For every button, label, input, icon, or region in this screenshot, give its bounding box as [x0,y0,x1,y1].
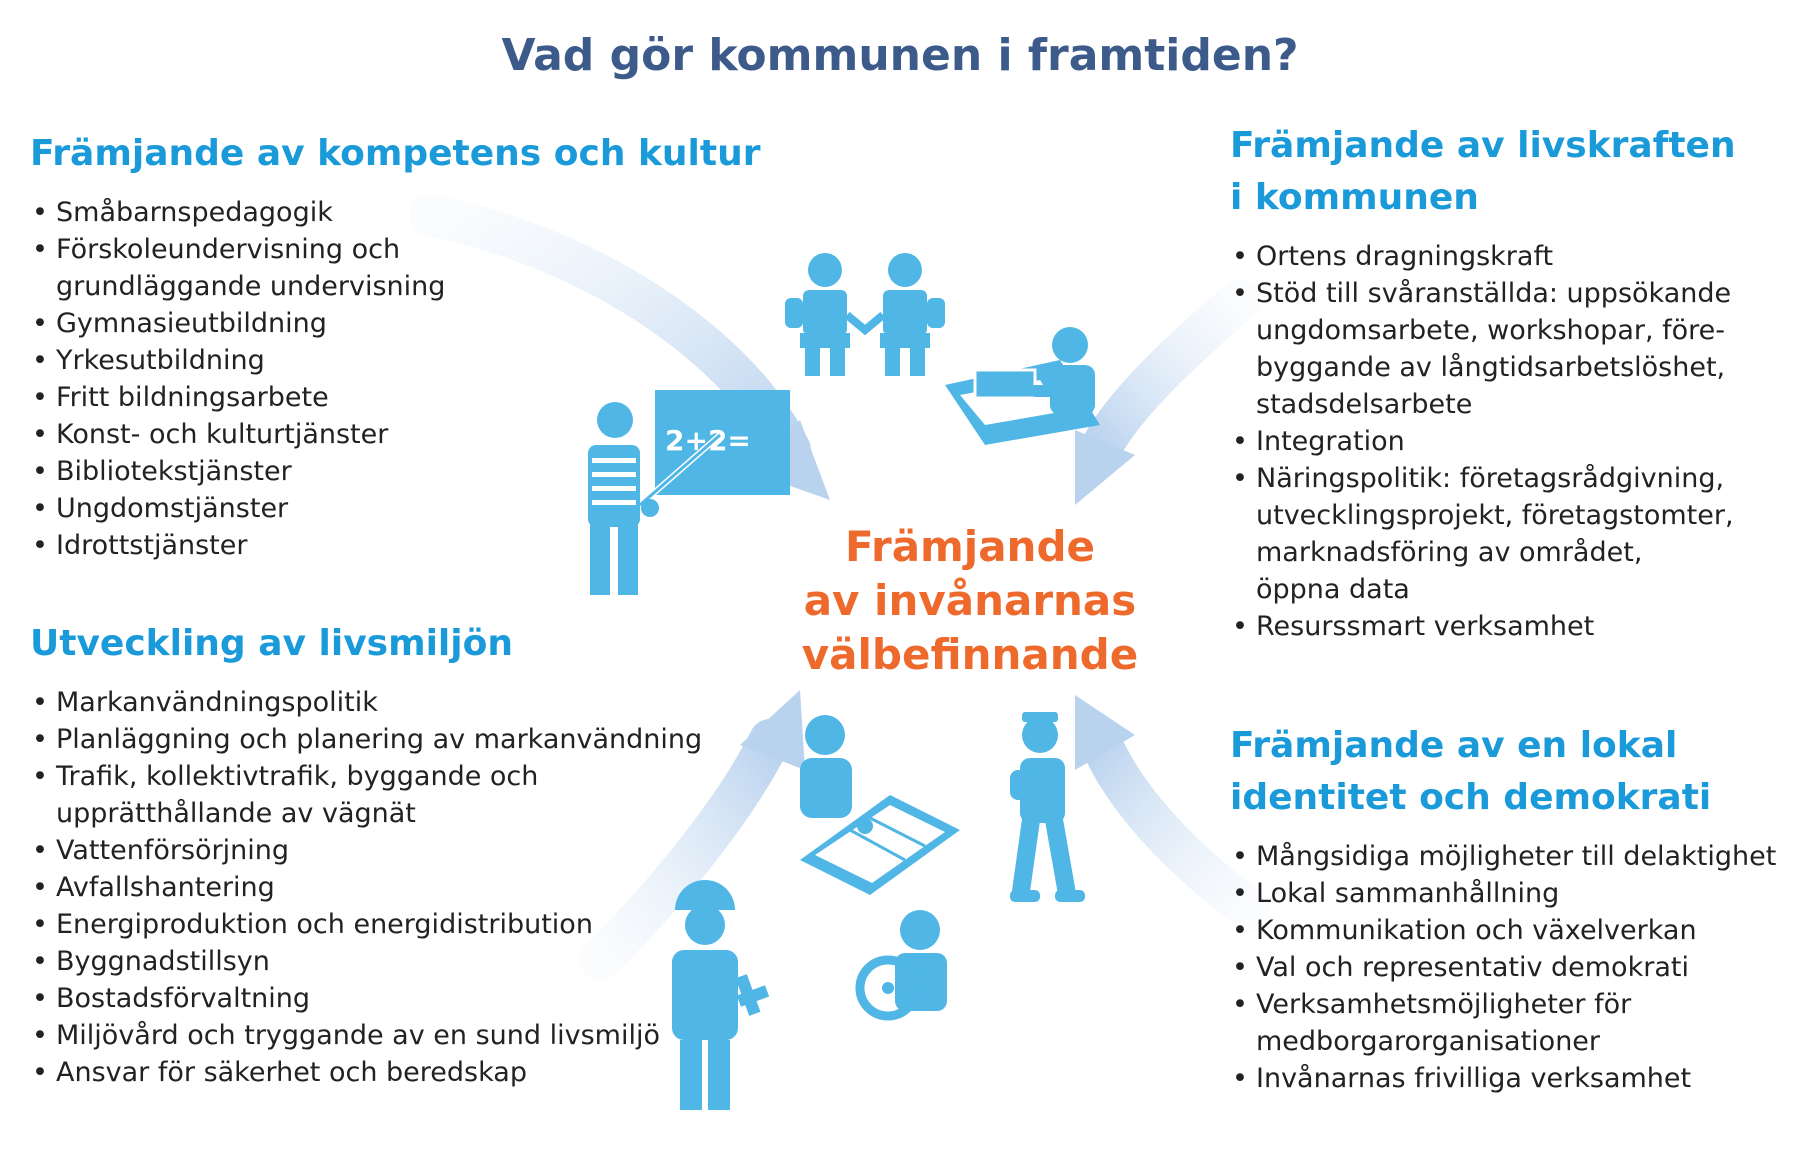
list-item: Konst- och kulturtjänster [30,416,760,453]
bullet-list: Ortens dragningskraft Stöd till svåranst… [1230,238,1736,645]
section-heading-line: i kommunen [1230,177,1479,218]
list-item: Ansvar för säkerhet och beredskap [30,1054,702,1091]
list-item-continuation: medborgarorganisationer [1256,1026,1601,1057]
list-item: Byggnadstillsyn [30,943,702,980]
list-item: Stöd till svåranställda: uppsökande [1230,275,1736,312]
list-item-continuation: byggande av långtidsarbetslöshet, [1256,352,1726,383]
section-heading-line: Främjande av en lokal [1230,725,1678,766]
center-line: välbefinnande [801,630,1139,679]
list-item: Lokal sammanhållning [1230,875,1776,912]
center-statement: Främjande av invånarnas välbefinnande [760,520,1180,682]
center-line: av invånarnas [803,576,1137,625]
walking-person-icon [1010,712,1085,902]
section-living-environment: Utveckling av livsmiljön Markanvändnings… [30,618,702,1091]
planner-with-map-icon [800,715,960,895]
children-holding-hands-icon [785,253,945,376]
section-heading: Främjande av kompetens och kultur [30,133,761,174]
list-item: Gymnasieutbildning [30,305,760,342]
list-item: Energiproduktion och energidistribution [30,906,702,943]
section-identity-democracy: Främjande av en lokal identitet och demo… [1230,720,1776,1097]
section-heading: Främjande av livskraften i kommunen [1230,120,1736,224]
list-item: Yrkesutbildning [30,342,760,379]
list-item-continuation: öppna data [1256,574,1410,605]
list-item: Idrottstjänster [30,527,760,564]
center-line: Främjande [844,522,1095,571]
list-item-continuation: ungdomsarbete, workshopar, före- [1256,315,1726,346]
list-item: Markanvändningspolitik [30,684,702,721]
list-item: Miljövård och tryggande av en sund livsm… [30,1017,702,1054]
bullet-list: Mångsidiga möjligheter till delaktighet … [1230,838,1776,1097]
list-item: Mångsidiga möjligheter till delaktighet [1230,838,1776,875]
list-item: Näringspolitik: företagsrådgivning, [1230,460,1736,497]
list-item: Resurssmart verksamhet [1230,608,1736,645]
list-item: Invånarnas frivilliga verksamhet [1230,1060,1776,1097]
list-item: Vattenförsörjning [30,832,702,869]
section-vitality: Främjande av livskraften i kommunen Orte… [1230,120,1736,645]
page-title: Vad gör kommunen i framtiden? [501,30,1299,81]
list-item: Kommunikation och växelverkan [1230,912,1776,949]
bullet-list: Markanvändningspolitik Planläggning och … [30,684,702,1091]
arrow-bottom-right [1075,695,1271,931]
list-item: Ungdomstjänster [30,490,760,527]
section-heading: Utveckling av livsmiljön [30,623,513,664]
list-item-continuation: marknadsföring av området, [1256,537,1643,568]
list-item: Verksamhetsmöjligheter för [1230,986,1776,1023]
driver-icon [855,910,947,1021]
section-heading: Främjande av en lokal identitet och demo… [1230,720,1776,824]
list-item: Val och representativ demokrati [1230,949,1776,986]
list-item: Förskoleundervisning och [30,231,760,268]
list-item: Avfallshantering [30,869,702,906]
list-item: Integration [1230,423,1736,460]
list-item: Trafik, kollektivtrafik, byggande och [30,758,702,795]
list-item-continuation: stadsdelsarbete [1256,389,1473,420]
bullet-list: Småbarnspedagogik Förskoleundervisning o… [30,194,760,564]
list-item-continuation: utvecklingsprojekt, företagstomter, [1256,500,1734,531]
office-worker-icon [945,327,1100,445]
list-item: Fritt bildningsarbete [30,379,760,416]
list-item: Planläggning och planering av markanvänd… [30,721,702,758]
section-competence-culture: Främjande av kompetens och kultur Småbar… [30,128,760,564]
list-item: Småbarnspedagogik [30,194,760,231]
list-item-continuation: upprätthållande av vägnät [56,798,416,829]
list-item: Bibliotekstjänster [30,453,760,490]
list-item-continuation: grundläggande undervisning [56,271,446,302]
list-item: Bostadsförvaltning [30,980,702,1017]
list-item: Ortens dragningskraft [1230,238,1736,275]
section-heading-line: Främjande av livskraften [1230,125,1736,166]
section-heading-line: identitet och demokrati [1230,777,1712,818]
arrow-top-right [1075,279,1261,505]
